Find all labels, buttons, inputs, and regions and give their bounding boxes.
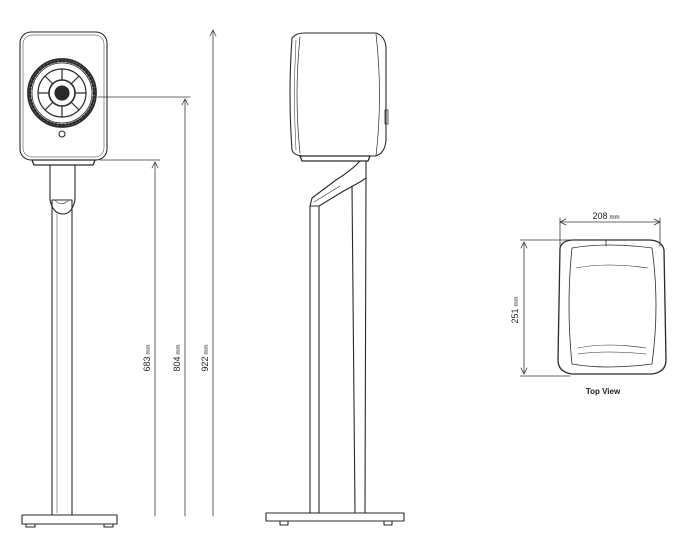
dim-251-arrow-top <box>520 241 528 249</box>
dim-804-label: 804mm <box>172 344 182 371</box>
dim-922-label: 922mm <box>200 344 210 371</box>
top-view-curve-1 <box>575 264 649 269</box>
side-column-rear <box>364 177 367 514</box>
side-bracket <box>309 160 367 207</box>
side-foot-right <box>383 520 393 526</box>
side-base <box>265 512 405 522</box>
side-foot-left <box>279 520 289 526</box>
dim-804-arrow-top <box>181 98 189 106</box>
dim-683-arrow-top <box>151 161 159 169</box>
side-rear-curve <box>375 33 380 157</box>
top-view-outline <box>557 239 667 375</box>
top-view <box>557 239 667 375</box>
top-view-curve-2 <box>577 344 647 349</box>
dim-922-arrow-top <box>209 29 217 37</box>
front-neck <box>49 164 76 215</box>
side-top-plate <box>299 155 371 162</box>
side-speaker-body <box>289 32 387 157</box>
dim-251-arrow-bottom <box>520 367 528 375</box>
side-column-rear-inner <box>351 185 356 514</box>
top-view-inner <box>568 244 657 368</box>
front-base <box>21 514 118 525</box>
front-speaker-inner-edge <box>22 34 105 158</box>
dim-683-label: 683mm <box>142 344 152 371</box>
side-rear-port <box>384 109 389 125</box>
side-view <box>265 32 405 526</box>
front-neck-detail <box>54 199 69 205</box>
dim-251-label: 251mm <box>510 296 520 323</box>
front-view <box>19 31 118 528</box>
driver-spokes <box>37 68 87 118</box>
front-foot-left <box>25 523 36 528</box>
side-front-curve <box>296 36 301 154</box>
top-view-curve-3 <box>577 351 647 355</box>
driver <box>27 58 97 128</box>
top-view-dimensions <box>519 217 661 377</box>
front-logo-dot <box>58 130 66 138</box>
front-column <box>51 199 73 516</box>
top-view-caption: Top View <box>586 387 621 396</box>
side-bracket-detail <box>313 185 341 203</box>
front-foot-right <box>103 523 114 528</box>
side-grille-line <box>294 39 297 151</box>
front-top-plate <box>31 159 96 166</box>
dimension-lines <box>97 29 217 517</box>
